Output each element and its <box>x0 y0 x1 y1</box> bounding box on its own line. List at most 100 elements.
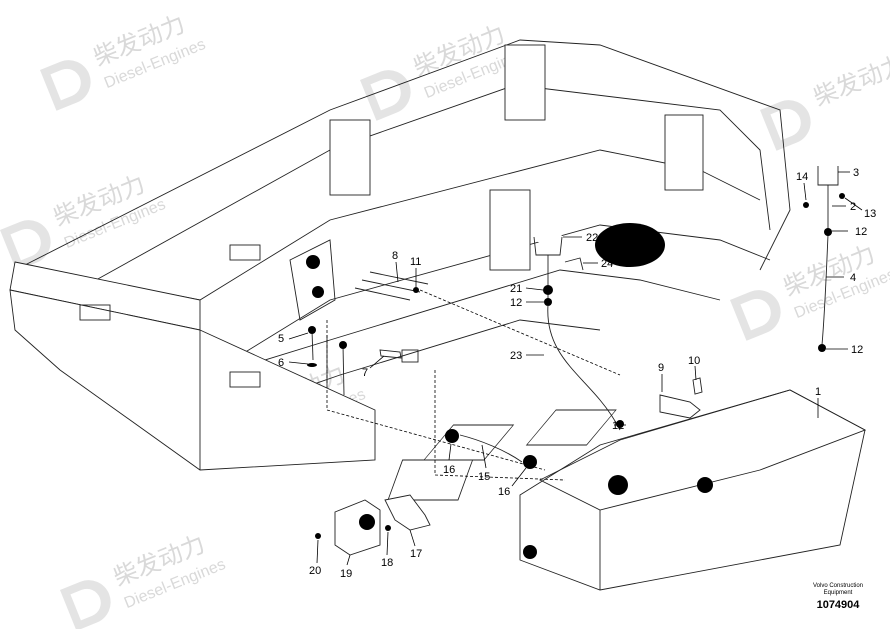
bracket-with-holes <box>289 239 336 321</box>
tower-upright-mid-left <box>329 119 371 196</box>
drawing-number: 1074904 <box>816 599 860 611</box>
stamp-company-line1: Volvo Construction <box>812 583 864 589</box>
callout-22: 22 <box>586 232 598 244</box>
leader-7 <box>369 355 385 369</box>
mount-pad-front <box>229 371 261 388</box>
callout-11: 11 <box>410 256 421 268</box>
tower-upright-right <box>664 114 704 191</box>
leader-21 <box>525 287 544 291</box>
inspection-cover-1 <box>387 459 474 501</box>
watermark-logo-icon <box>360 70 411 121</box>
leader-14 <box>803 182 807 201</box>
callout-1: 1 <box>815 386 821 398</box>
sensor-port-icon <box>697 477 713 493</box>
leader-16a <box>448 443 452 461</box>
bracket-hole-2 <box>312 286 324 298</box>
watermark-6: 柴发动力 Diesel-Engines <box>60 531 228 629</box>
callout-17: 17 <box>410 548 422 560</box>
filler-clamp-12 <box>544 298 552 306</box>
bolt-head-col3 <box>339 341 347 349</box>
callout-6: 6 <box>278 357 284 369</box>
drawing-stamp: Volvo Construction Equipment 1074904 <box>800 583 876 611</box>
filler-bracket-24 <box>564 257 584 271</box>
filler-clamp-lower <box>616 420 624 428</box>
fuel-tank-body <box>519 389 866 591</box>
mount-pad-left <box>79 304 111 321</box>
clip-10 <box>692 377 703 395</box>
leader-5 <box>288 332 309 340</box>
callout-10: 10 <box>688 355 700 367</box>
filler-assembly <box>533 230 624 431</box>
callout-8: 8 <box>392 250 398 262</box>
slewing-ring-hub-inner <box>608 233 652 257</box>
leader-16b <box>511 467 527 487</box>
watermark-logo-icon <box>40 60 91 111</box>
stamp-company-line2: Equipment <box>823 590 853 596</box>
bolt-5 <box>311 329 314 361</box>
callout-20: 20 <box>309 565 321 577</box>
leader-15 <box>481 444 487 469</box>
guard-block-19 <box>334 499 381 556</box>
leader-17 <box>409 529 416 547</box>
callout-19: 19 <box>340 568 352 580</box>
leader-8 <box>395 261 399 283</box>
callout-12c: 12 <box>612 420 624 432</box>
leader-18 <box>386 531 389 556</box>
filler-hose-23 <box>547 304 621 431</box>
leader-10 <box>694 365 697 381</box>
tower-upright-rear-left <box>504 44 546 121</box>
vent-hose-assembly <box>803 161 845 352</box>
undercarriage-frame <box>9 39 791 471</box>
hose-15 <box>459 434 523 463</box>
bracket-9 <box>659 394 701 419</box>
filler-cap-22 <box>534 230 562 244</box>
callout-16b: 16 <box>498 486 510 498</box>
callout-13: 13 <box>864 208 876 220</box>
rear-beam-inner-edge <box>59 84 771 301</box>
nut-11 <box>413 287 419 293</box>
hose-clamp-16a <box>445 429 459 443</box>
tower-upright-center <box>489 189 531 271</box>
nut-icon <box>839 193 845 199</box>
leader-6 <box>288 361 309 365</box>
leader-13 <box>844 197 863 211</box>
filler-clamp-21 <box>543 285 553 295</box>
long-bolt-8b <box>361 279 421 293</box>
watermark-1: 柴发动力 Diesel-Engines <box>40 11 208 111</box>
leader-20 <box>316 539 319 564</box>
callout-12b: 12 <box>510 297 522 309</box>
callout-5: 5 <box>278 333 284 345</box>
callout-7: 7 <box>362 367 368 379</box>
bolt-col3 <box>342 344 345 396</box>
bracket-hole <box>306 255 320 269</box>
watermark-logo-icon <box>60 580 111 629</box>
vent-hose <box>821 234 829 346</box>
callout-12a: 12 <box>855 226 867 238</box>
inspection-cover-2 <box>423 424 515 461</box>
callout-16a: 16 <box>443 464 455 476</box>
drain-plug-icon <box>523 545 537 559</box>
callout-18: 18 <box>381 557 393 569</box>
callout-3: 3 <box>853 167 859 179</box>
screw-18 <box>385 525 391 531</box>
breather-cap <box>818 161 838 171</box>
callout-4: 4 <box>850 272 856 284</box>
hose-elbow-assembly <box>315 429 537 556</box>
callout-23: 23 <box>510 350 522 362</box>
dashed-reference-lines <box>326 289 621 481</box>
dashed-line-bolt <box>419 289 621 376</box>
rubber-mount <box>401 349 419 363</box>
callout-9: 9 <box>658 362 664 374</box>
guard-hole <box>359 514 375 530</box>
hose-clamp-bottom <box>818 344 826 352</box>
left-end-plate-lower <box>9 289 376 471</box>
elbow-bracket-17 <box>384 494 431 531</box>
filler-cap-icon <box>608 475 628 495</box>
fuel-tank-assembly <box>387 389 867 591</box>
callout-14: 14 <box>796 171 808 183</box>
dashed-line-center <box>434 370 566 481</box>
watermark-logo-icon <box>730 290 781 341</box>
callout-labels: 1 2 3 4 5 6 7 8 9 10 11 12 12 12 12 13 1… <box>278 167 876 580</box>
tank-bracket-assembly <box>659 377 703 419</box>
callout-21: 21 <box>510 283 522 295</box>
